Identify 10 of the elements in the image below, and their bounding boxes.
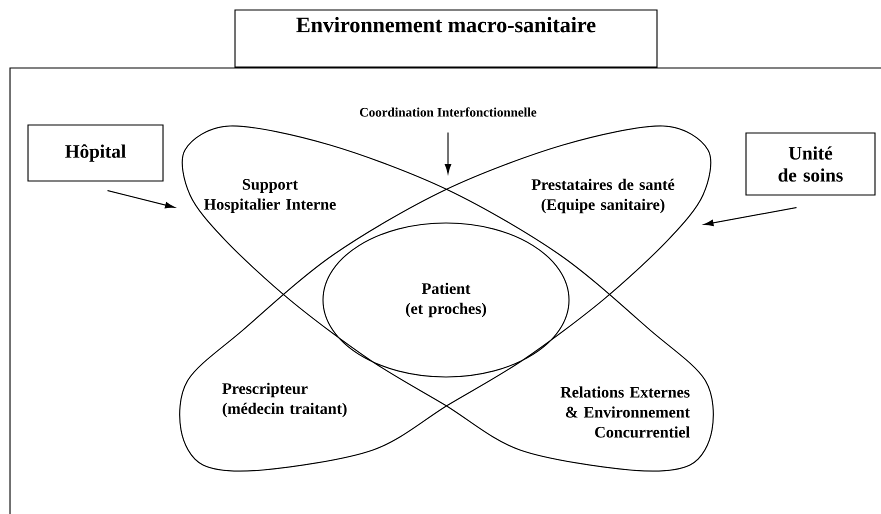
label-box: Unité de soins bbox=[745, 132, 876, 196]
lobe-label: Support Hospitalier Interne bbox=[204, 179, 336, 213]
callout-text: Coordination Interfonctionnelle bbox=[360, 107, 536, 117]
lobe-label: Prestataires de santé (Equipe sanitaire) bbox=[532, 178, 674, 214]
arrow bbox=[107, 190, 175, 208]
lobe-label: Prescripteur (médecin traitant) bbox=[222, 382, 347, 418]
title-box: Environnement macro-sanitaire bbox=[234, 9, 658, 68]
label-box: Hôpital bbox=[27, 124, 164, 182]
arrow bbox=[704, 207, 797, 226]
arrow bbox=[444, 132, 452, 174]
